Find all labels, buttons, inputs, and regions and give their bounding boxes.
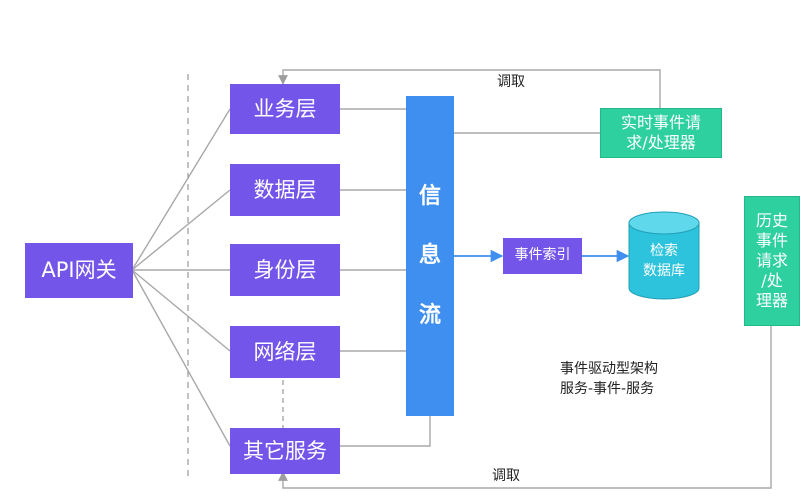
layer-label: 其它服务	[243, 438, 327, 463]
top-call-label: 调取	[497, 74, 525, 90]
api-gateway-label: API网关	[41, 258, 117, 283]
history-processor-box: 历史 事件 请求 /处 理器	[744, 196, 800, 326]
info-stream-char: 息	[418, 243, 441, 269]
database-label: 检索 数据库	[643, 243, 685, 279]
layer-label: 网络层	[253, 339, 317, 364]
layer-links	[340, 108, 431, 447]
bottom-call-arrow	[278, 326, 772, 489]
event-index-box: 事件索引	[503, 238, 582, 274]
layer-business: 业务层	[230, 84, 340, 134]
layer-other-services: 其它服务	[230, 428, 340, 474]
bottom-call-label: 调取	[492, 468, 520, 484]
realtime-processor-box: 实时事件请 求/处理器	[600, 108, 722, 158]
layer-data: 数据层	[230, 164, 340, 216]
layer-label: 身份层	[253, 257, 317, 282]
realtime-processor-line: 求/处理器	[626, 133, 696, 152]
gateway-fanout	[131, 108, 231, 447]
layer-identity: 身份层	[230, 244, 340, 296]
info-stream-char: 流	[418, 302, 441, 328]
database-cylinder	[628, 211, 700, 300]
layer-network: 网络层	[230, 326, 340, 378]
realtime-processor-line: 实时事件请	[620, 113, 701, 132]
info-stream-bar: 信 息 流	[406, 96, 454, 416]
info-stream-char: 信	[418, 183, 441, 209]
layer-label: 数据层	[253, 177, 317, 202]
architecture-caption: 事件驱动型架构 服务-事件-服务	[560, 361, 658, 397]
api-gateway-box: API网关	[25, 243, 133, 298]
layer-label: 业务层	[253, 96, 317, 121]
event-index-label: 事件索引	[514, 247, 571, 264]
top-call-arrow	[278, 69, 661, 108]
